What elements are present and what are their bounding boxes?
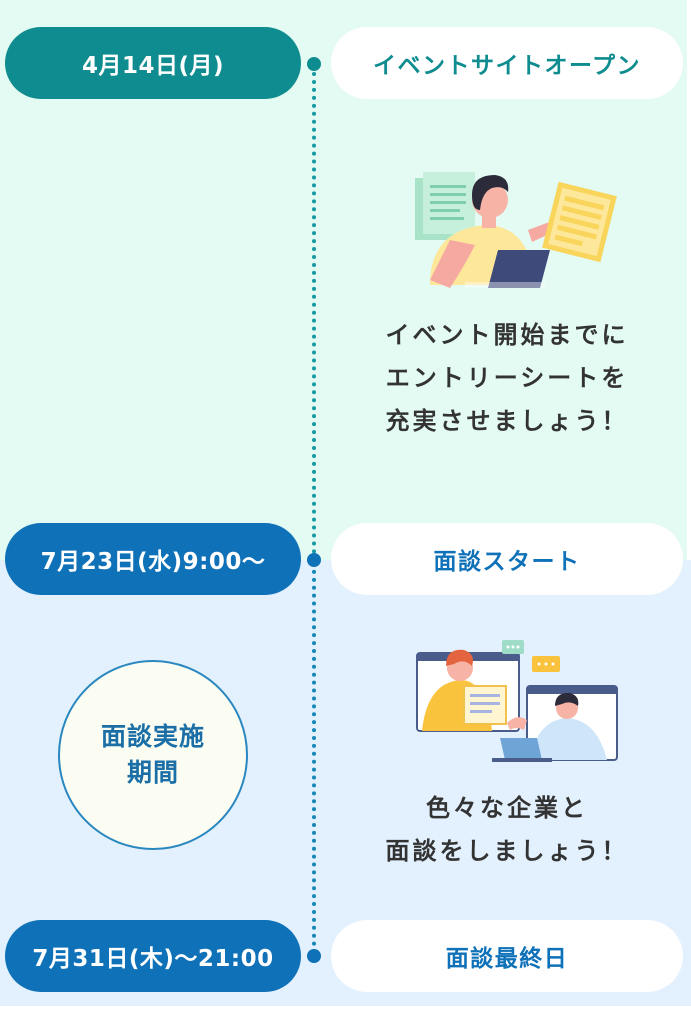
caption-1-line-1: イベント開始までに — [385, 321, 629, 349]
caption-2-line-1: 色々な企業と — [426, 794, 588, 822]
online-interview-video-call-icon — [416, 640, 618, 762]
milestone-1-dot — [307, 57, 321, 71]
caption-1-line-2: エントリーシートを — [385, 364, 629, 392]
caption-2-line-2: 面談をしましょう！ — [385, 837, 629, 865]
milestone-1-date: 4月14日(月) — [5, 27, 301, 99]
milestone-2-date: 7月23日(水)9:00〜 — [5, 523, 301, 595]
period-line-1: 面談実施 — [100, 722, 205, 751]
milestone-1-event: イベントサイトオープン — [331, 27, 683, 99]
milestone-2-dot — [307, 553, 321, 567]
milestone-3-date: 7月31日(木)〜21:00 — [5, 920, 301, 992]
timeline-connector-1 — [312, 72, 316, 562]
caption-interview-companies: 色々な企業と 面談をしましょう！ — [331, 787, 683, 873]
period-line-2: 期間 — [126, 758, 179, 787]
milestone-2-event: 面談スタート — [331, 523, 683, 595]
timeline-connector-2 — [312, 562, 316, 954]
caption-1-line-3: 充実させましょう！ — [385, 407, 629, 435]
milestone-3-dot — [307, 949, 321, 963]
interview-period-badge: 面談実施 期間 — [58, 660, 248, 850]
milestone-3-event: 面談最終日 — [331, 920, 683, 992]
woman-with-laptop-and-documents-icon — [415, 172, 617, 288]
caption-prepare-entry-sheet: イベント開始までに エントリーシートを 充実させましょう！ — [331, 314, 683, 443]
